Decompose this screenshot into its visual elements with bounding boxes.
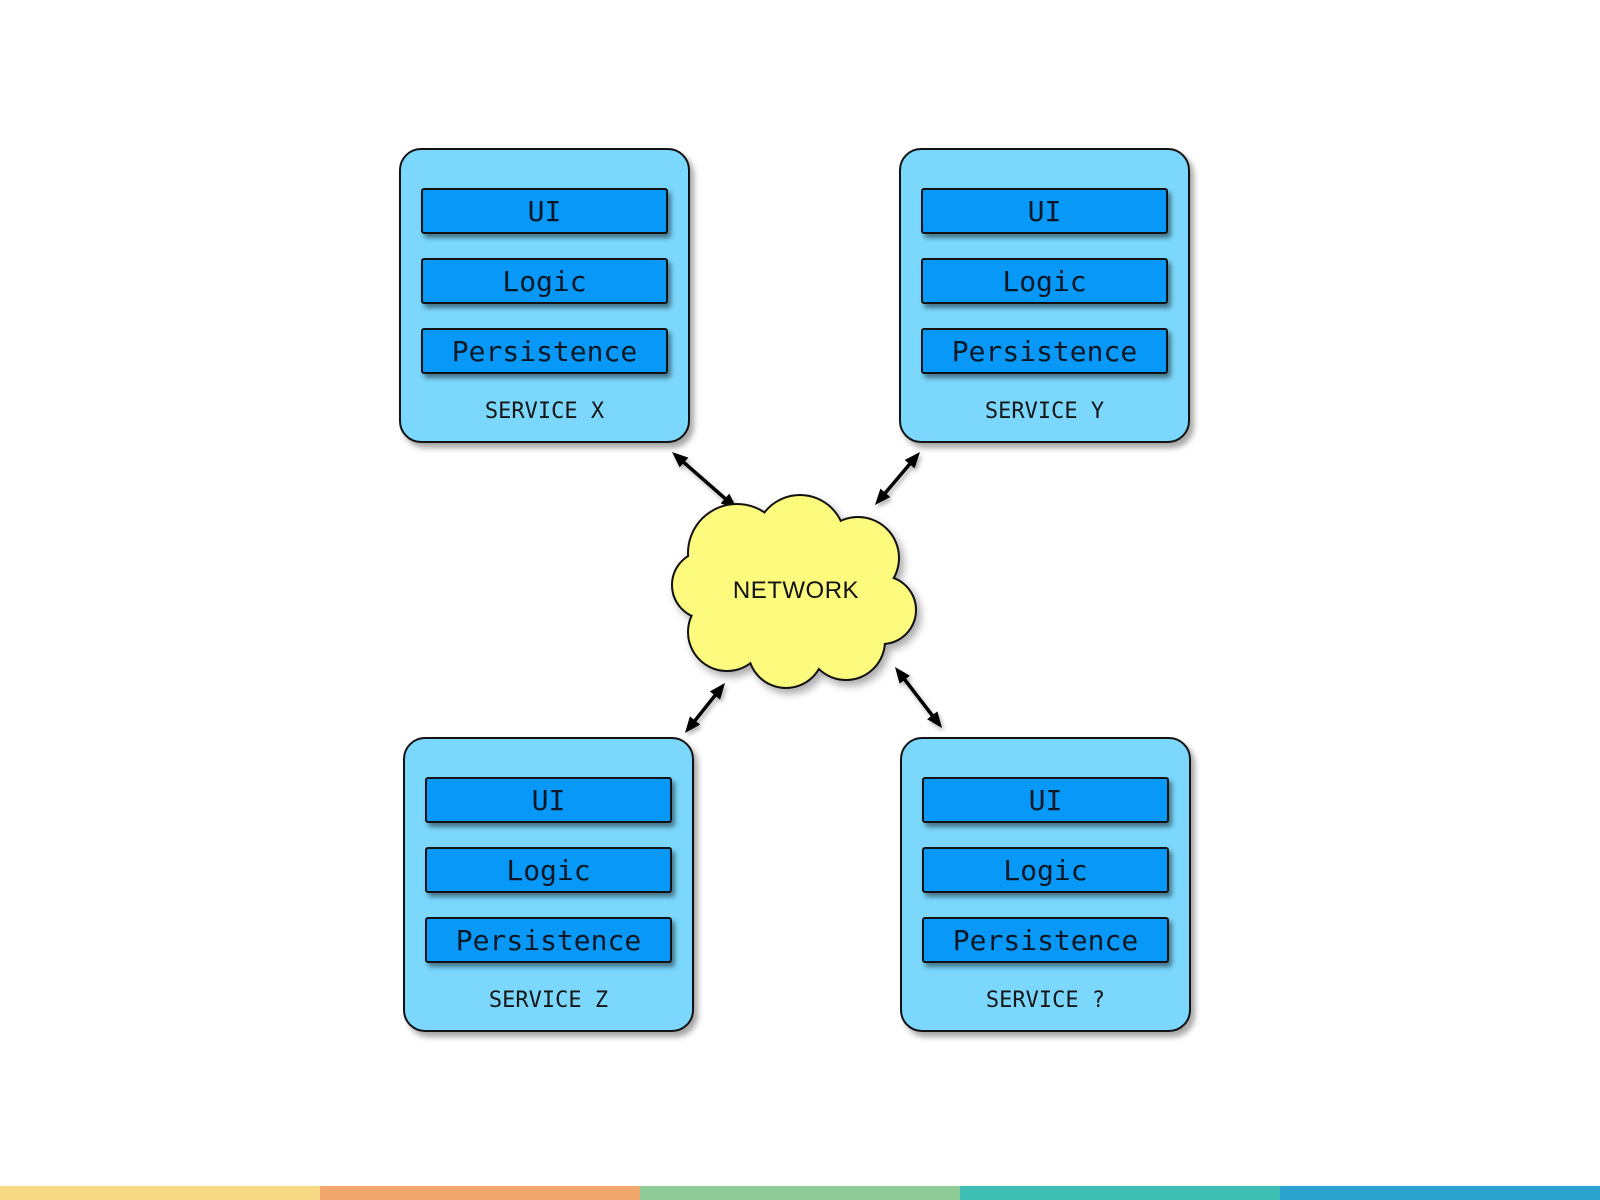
arrow-service-x-network [672,452,737,509]
network-label: NETWORK [732,577,860,604]
layer-persistence: Persistence [921,328,1168,374]
service-label: SERVICE X [484,399,605,424]
layer-ui: UI [921,188,1168,234]
footer-segment-teal [960,1186,1280,1200]
service-label: SERVICE Y [984,399,1105,424]
footer-color-strip [0,1186,1600,1200]
footer-segment-yellow [0,1186,320,1200]
layer-persistence: Persistence [425,917,672,963]
service-box-z: UI Logic Persistence SERVICE Z [403,737,694,1032]
layer-logic: Logic [922,847,1169,893]
service-label: SERVICE Z [488,988,609,1013]
footer-segment-orange [320,1186,640,1200]
layer-logic: Logic [425,847,672,893]
service-label: SERVICE ? [985,988,1106,1013]
layer-ui: UI [421,188,668,234]
layer-ui: UI [425,777,672,823]
footer-segment-blue [1280,1186,1600,1200]
layer-logic: Logic [921,258,1168,304]
layer-persistence: Persistence [922,917,1169,963]
arrow-service-y-network [875,452,920,505]
service-box-y: UI Logic Persistence SERVICE Y [899,148,1190,443]
service-box-x: UI Logic Persistence SERVICE X [399,148,690,443]
layer-ui: UI [922,777,1169,823]
layer-logic: Logic [421,258,668,304]
footer-segment-green [640,1186,960,1200]
service-box-unknown: UI Logic Persistence SERVICE ? [900,737,1191,1032]
layer-persistence: Persistence [421,328,668,374]
arrow-service-z-network [685,683,725,733]
arrow-service-unknown-network [895,667,942,728]
